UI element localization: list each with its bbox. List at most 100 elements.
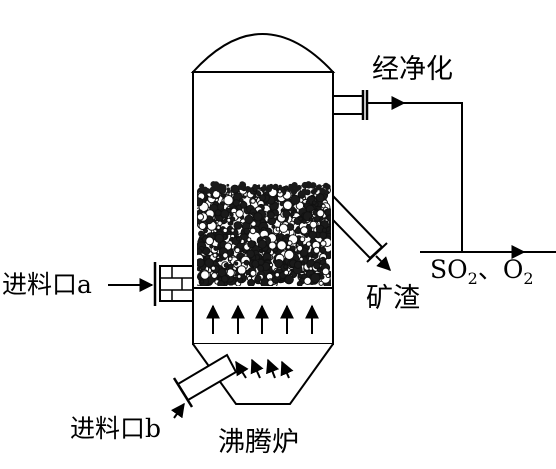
slag-arrow bbox=[375, 255, 391, 271]
ore-particle bbox=[197, 213, 204, 221]
ore-particle bbox=[197, 258, 205, 268]
ore-particle bbox=[220, 193, 225, 198]
ore-particle bbox=[226, 187, 231, 191]
ore-particle bbox=[257, 239, 267, 249]
ore-particle bbox=[288, 186, 293, 192]
ore-particle bbox=[318, 280, 324, 286]
ore-particle bbox=[274, 272, 280, 278]
ore-particle bbox=[284, 249, 295, 260]
ore-particle bbox=[271, 224, 276, 229]
ore-particle bbox=[257, 184, 261, 187]
ore-particle bbox=[204, 188, 211, 194]
inlet-b-pipe bbox=[172, 353, 238, 408]
ore-particle bbox=[308, 230, 318, 240]
ore-particle bbox=[290, 212, 295, 217]
ore-particle bbox=[310, 189, 317, 195]
ore-particle bbox=[320, 240, 327, 247]
ore-particle bbox=[299, 236, 306, 243]
inlet-b-label: 进料口b bbox=[70, 414, 161, 443]
ore-particle bbox=[217, 220, 223, 227]
slag-label: 矿渣 bbox=[366, 283, 420, 314]
ore-particle bbox=[273, 186, 277, 189]
ore-particle bbox=[212, 252, 218, 258]
ore-particle bbox=[323, 182, 329, 189]
ore-particle bbox=[218, 256, 224, 262]
ore-particle bbox=[319, 231, 328, 240]
ore-particle bbox=[203, 228, 209, 234]
ore-particle bbox=[282, 209, 291, 219]
ore-particle bbox=[229, 212, 234, 217]
ore-particle bbox=[313, 261, 321, 270]
ore-particle bbox=[245, 269, 251, 276]
ore-particle bbox=[199, 187, 205, 192]
fluidized-bed bbox=[197, 181, 331, 286]
furnace-dome bbox=[190, 33, 336, 73]
ore-particle bbox=[244, 186, 251, 192]
ore-particle bbox=[222, 252, 229, 259]
ore-particle bbox=[246, 249, 256, 259]
cone-gas-arrow bbox=[250, 358, 264, 379]
ore-particle bbox=[234, 261, 239, 266]
ore-particle bbox=[230, 184, 240, 194]
cone-gas-arrow bbox=[235, 360, 249, 379]
ore-particle bbox=[199, 279, 205, 284]
ore-particle bbox=[308, 217, 314, 222]
ore-particle bbox=[277, 189, 282, 194]
ore-particle bbox=[310, 272, 321, 284]
ore-particle bbox=[236, 236, 241, 242]
ore-particle bbox=[226, 190, 231, 194]
ore-particle bbox=[198, 222, 207, 230]
ore-particle bbox=[212, 190, 221, 199]
ore-particle bbox=[305, 200, 310, 205]
ore-particle bbox=[268, 241, 277, 250]
ore-particle bbox=[287, 240, 293, 246]
ore-particle bbox=[226, 183, 230, 187]
gas-arrow-group bbox=[206, 304, 319, 379]
ore-particle bbox=[232, 199, 241, 207]
ore-particle bbox=[244, 214, 254, 224]
ore-particle bbox=[296, 245, 304, 252]
ore-particle bbox=[226, 217, 232, 223]
ore-particle bbox=[323, 189, 329, 195]
ore-particle bbox=[259, 194, 266, 202]
ore-particle bbox=[313, 246, 321, 254]
ore-particle bbox=[297, 273, 303, 279]
ore-particle bbox=[300, 226, 309, 235]
ore-particle bbox=[321, 227, 328, 233]
ore-particle bbox=[267, 186, 272, 191]
ore-particle bbox=[253, 212, 263, 222]
ore-particle bbox=[296, 280, 303, 286]
ore-particle bbox=[299, 256, 304, 262]
ore-particle bbox=[283, 269, 290, 276]
ore-particle bbox=[326, 214, 331, 221]
ore-particle bbox=[298, 216, 303, 222]
ore-particle bbox=[223, 195, 234, 206]
ore-particle bbox=[214, 209, 222, 217]
inlet-a-label: 进料口a bbox=[2, 270, 92, 299]
purification-label: 经净化 bbox=[372, 54, 453, 85]
ore-particle bbox=[205, 236, 215, 246]
ore-particle bbox=[235, 209, 244, 218]
ore-particle bbox=[250, 198, 256, 204]
ore-particle bbox=[294, 227, 302, 235]
ore-particle bbox=[321, 267, 330, 276]
ore-particle bbox=[227, 263, 234, 270]
ore-particle bbox=[317, 184, 322, 189]
ore-particle bbox=[321, 203, 326, 209]
ore-particle bbox=[220, 209, 230, 219]
ore-particle bbox=[246, 237, 252, 243]
ore-particle bbox=[247, 240, 256, 249]
ore-particle bbox=[233, 221, 243, 230]
ore-particle bbox=[211, 272, 218, 280]
ore-particle bbox=[269, 262, 274, 268]
ore-particle bbox=[311, 200, 317, 206]
ore-particle bbox=[254, 275, 262, 282]
ore-particle bbox=[309, 220, 318, 229]
ore-particle bbox=[209, 244, 214, 249]
ore-particle bbox=[290, 194, 301, 205]
ore-particle bbox=[278, 223, 289, 233]
ore-particle bbox=[243, 259, 250, 266]
ore-particle bbox=[316, 209, 325, 218]
ore-particle bbox=[319, 246, 327, 254]
